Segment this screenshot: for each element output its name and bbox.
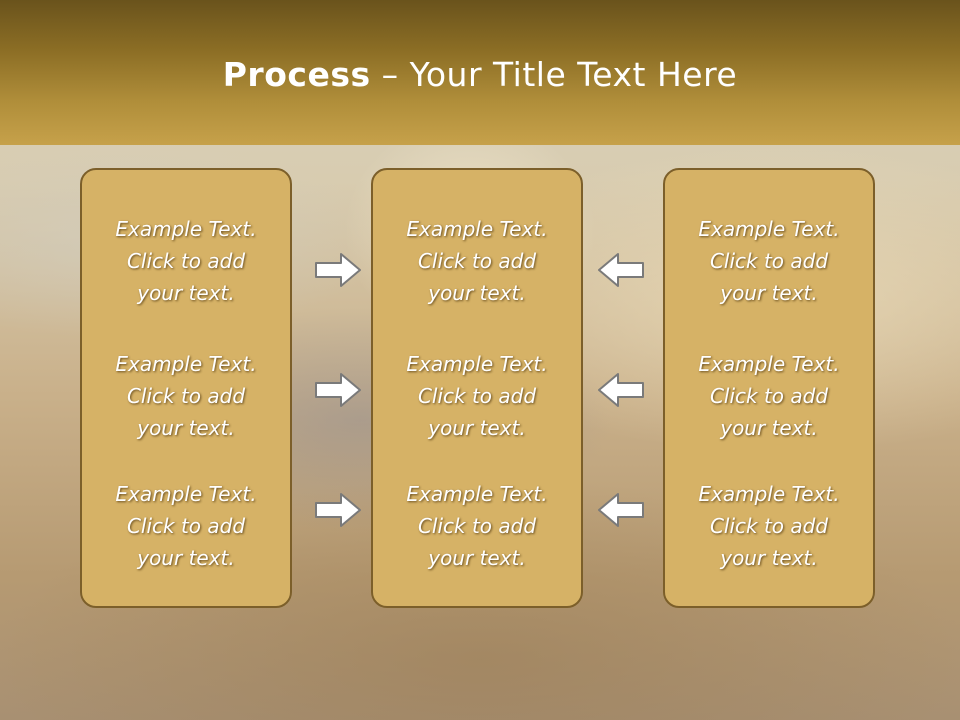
text-line: Click to add [126,384,246,408]
text-line: your text. [428,546,526,570]
slide-title[interactable]: Process – Your Title Text Here [0,55,960,94]
text-line: Example Text. [115,352,257,376]
text-line: your text. [720,546,818,570]
text-line: your text. [428,281,526,305]
text-block[interactable]: Example Text. Click to add your text. [373,348,581,444]
arrow-left-icon [598,373,644,407]
title-bar: Process – Your Title Text Here [0,0,960,145]
text-line: Example Text. [115,217,257,241]
text-block[interactable]: Example Text. Click to add your text. [82,213,290,309]
text-line: Click to add [417,249,537,273]
text-line: Example Text. [406,352,548,376]
process-box-right[interactable]: Example Text. Click to add your text. Ex… [663,168,875,608]
text-line: your text. [137,546,235,570]
text-block[interactable]: Example Text. Click to add your text. [82,478,290,574]
text-line: your text. [428,416,526,440]
text-block[interactable]: Example Text. Click to add your text. [665,478,873,574]
text-line: your text. [137,416,235,440]
text-line: Click to add [126,249,246,273]
text-line: your text. [137,281,235,305]
text-block[interactable]: Example Text. Click to add your text. [665,213,873,309]
text-line: Click to add [417,384,537,408]
text-block[interactable]: Example Text. Click to add your text. [665,348,873,444]
text-line: Click to add [709,514,829,538]
text-line: Example Text. [406,217,548,241]
text-block[interactable]: Example Text. Click to add your text. [373,478,581,574]
arrow-right-icon [315,253,361,287]
text-line: your text. [720,281,818,305]
text-block[interactable]: Example Text. Click to add your text. [82,348,290,444]
arrow-left-icon [598,493,644,527]
text-line: Click to add [709,249,829,273]
text-line: Example Text. [698,352,840,376]
text-line: Example Text. [698,482,840,506]
process-box-center[interactable]: Example Text. Click to add your text. Ex… [371,168,583,608]
title-rest: – Your Title Text Here [370,55,738,94]
text-line: Example Text. [698,217,840,241]
arrow-left-icon [598,253,644,287]
process-box-left[interactable]: Example Text. Click to add your text. Ex… [80,168,292,608]
title-bold: Process [222,55,371,94]
arrow-right-icon [315,493,361,527]
arrow-right-icon [315,373,361,407]
text-block[interactable]: Example Text. Click to add your text. [373,213,581,309]
text-line: Click to add [417,514,537,538]
text-line: Example Text. [406,482,548,506]
text-line: your text. [720,416,818,440]
text-line: Click to add [709,384,829,408]
text-line: Click to add [126,514,246,538]
text-line: Example Text. [115,482,257,506]
